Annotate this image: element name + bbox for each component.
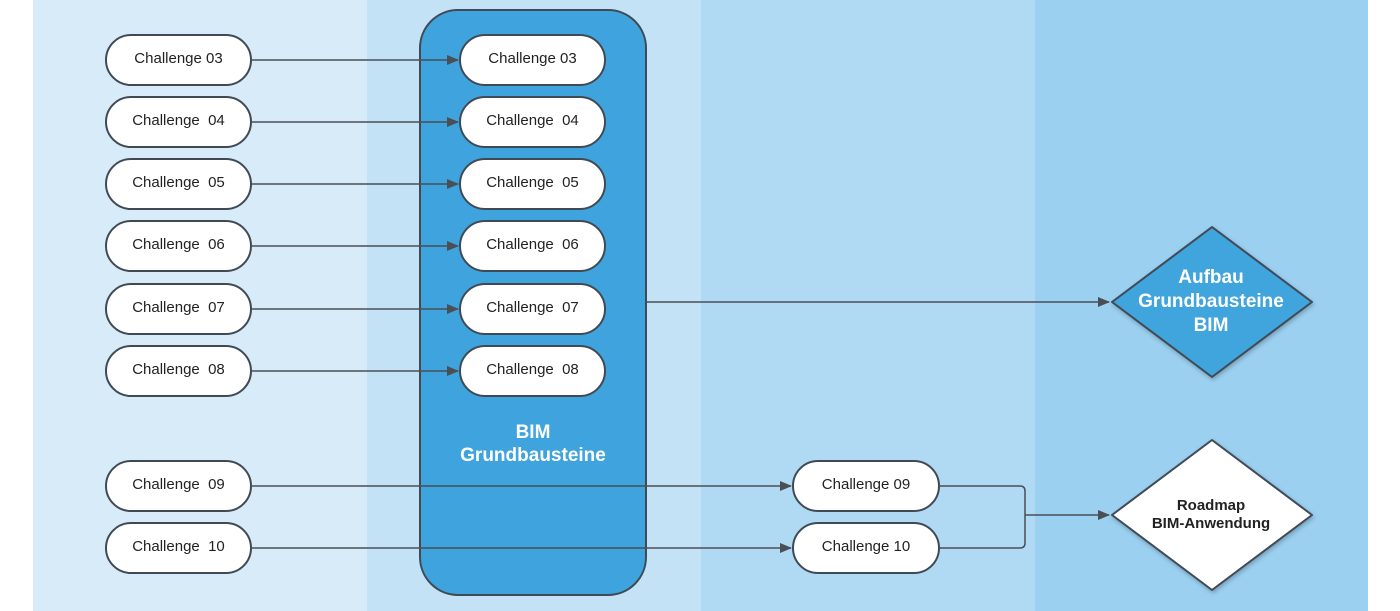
left-pill-challenge-06[interactable]: Challenge 06 [105, 220, 252, 272]
connectors [252, 55, 1110, 553]
left-pill-challenge-05[interactable]: Challenge 05 [105, 158, 252, 210]
diamond-roadmap-bim-anwendung[interactable]: Roadmap BIM-Anwendung [1111, 439, 1313, 591]
pill-label: Challenge 10 [822, 538, 910, 555]
diamond-aufbau-grundbausteine-bim[interactable]: Aufbau Grundbausteine BIM [1111, 226, 1313, 378]
group-pill-challenge-06[interactable]: Challenge 06 [459, 220, 606, 272]
group-pill-challenge-05[interactable]: Challenge 05 [459, 158, 606, 210]
left-column: Challenge 03 Challenge 04 Challenge 05 C… [105, 34, 252, 574]
pill-label: Challenge 10 [132, 538, 225, 555]
pill-label: Challenge 03 [488, 50, 576, 67]
diamond-aufbau-line3: BIM [1194, 315, 1229, 336]
pill-label: Challenge 05 [486, 174, 579, 191]
middle-pill-challenge-09[interactable]: Challenge 09 [792, 460, 940, 512]
pill-label: Challenge 03 [134, 50, 222, 67]
pill-label: Challenge 07 [486, 299, 579, 316]
pill-shape [105, 522, 252, 574]
group-title-line2: Grundbausteine [460, 445, 606, 466]
left-pill-challenge-03[interactable]: Challenge 03 [105, 34, 252, 86]
pill-shape [459, 96, 606, 148]
pill-shape [105, 345, 252, 397]
pill-label: Challenge 06 [486, 236, 579, 253]
pill-label: Challenge 08 [132, 361, 225, 378]
pill-label: Challenge 06 [132, 236, 225, 253]
pill-label: Challenge 09 [822, 476, 910, 493]
swimlane-3 [701, 0, 1035, 611]
pill-label: Challenge 09 [132, 476, 225, 493]
left-pill-challenge-09[interactable]: Challenge 09 [105, 460, 252, 512]
middle-column: Challenge 09 Challenge 10 [792, 460, 940, 574]
pill-label: Challenge 05 [132, 174, 225, 191]
pill-label: Challenge 04 [132, 112, 225, 129]
diamond-aufbau-line1: Aufbau [1178, 267, 1243, 288]
pill-shape [105, 34, 252, 86]
diamond-shape [1111, 226, 1313, 378]
pill-shape [459, 345, 606, 397]
connector-09-merge [940, 485, 1026, 515]
left-pill-challenge-08[interactable]: Challenge 08 [105, 345, 252, 397]
pill-shape [459, 34, 606, 86]
diamond-roadmap-line1: Roadmap [1177, 497, 1245, 514]
pill-shape [105, 158, 252, 210]
group-items: Challenge 03 Challenge 04 Challenge 05 C… [459, 34, 606, 397]
pill-label: Challenge 04 [486, 112, 579, 129]
pill-shape [105, 460, 252, 512]
pill-shape [105, 220, 252, 272]
pill-shape [459, 158, 606, 210]
group-title-line1: BIM [516, 422, 551, 443]
left-pill-challenge-07[interactable]: Challenge 07 [105, 283, 252, 335]
left-pill-challenge-10[interactable]: Challenge 10 [105, 522, 252, 574]
connector-10-merge [940, 515, 1026, 549]
diamond-shape [1111, 439, 1313, 591]
pill-shape [792, 522, 940, 574]
pill-shape [459, 220, 606, 272]
left-pill-challenge-04[interactable]: Challenge 04 [105, 96, 252, 148]
group-pill-challenge-08[interactable]: Challenge 08 [459, 345, 606, 397]
pill-shape [459, 283, 606, 335]
diamond-aufbau-line2: Grundbausteine [1138, 291, 1284, 312]
group-pill-challenge-04[interactable]: Challenge 04 [459, 96, 606, 148]
pill-label: Challenge 08 [486, 361, 579, 378]
middle-pill-challenge-10[interactable]: Challenge 10 [792, 522, 940, 574]
pill-shape [105, 96, 252, 148]
diamond-roadmap-line2: BIM-Anwendung [1152, 515, 1270, 532]
group-pill-challenge-03[interactable]: Challenge 03 [459, 34, 606, 86]
pill-shape [105, 283, 252, 335]
pill-label: Challenge 07 [132, 299, 225, 316]
group-pill-challenge-07[interactable]: Challenge 07 [459, 283, 606, 335]
pill-shape [792, 460, 940, 512]
